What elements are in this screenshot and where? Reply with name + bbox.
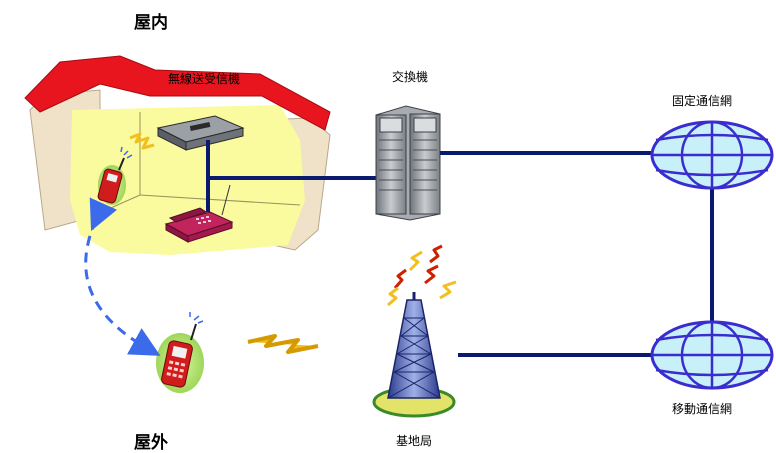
fixed-network-label: 固定通信網 — [672, 94, 733, 108]
cordless-base-label: 無線送受信機 — [168, 72, 241, 86]
indoor-cellphone-icon — [97, 146, 133, 205]
exchange-label: 交換機 — [392, 70, 429, 84]
base-station-tower-icon — [372, 292, 456, 418]
tower-signal-zigzags — [387, 244, 457, 307]
indoor-label: 屋内 — [134, 13, 168, 33]
base-station-label: 基地局 — [396, 434, 433, 448]
outdoor-label: 屋外 — [134, 433, 168, 453]
desk-phone-icon — [164, 184, 234, 243]
mobile-network-globe-icon — [650, 320, 774, 390]
fixed-network-globe-icon — [650, 120, 774, 190]
outdoor-signal-zigzag — [247, 334, 319, 354]
handover-dashed-arrow — [84, 197, 161, 356]
outdoor-cellphone-icon — [156, 312, 204, 393]
exchange-server-icon — [375, 105, 441, 221]
indoor-signal-zigzag — [129, 132, 155, 150]
mobile-network-label: 移動通信網 — [672, 402, 733, 416]
cordless-base-icon — [156, 115, 245, 151]
